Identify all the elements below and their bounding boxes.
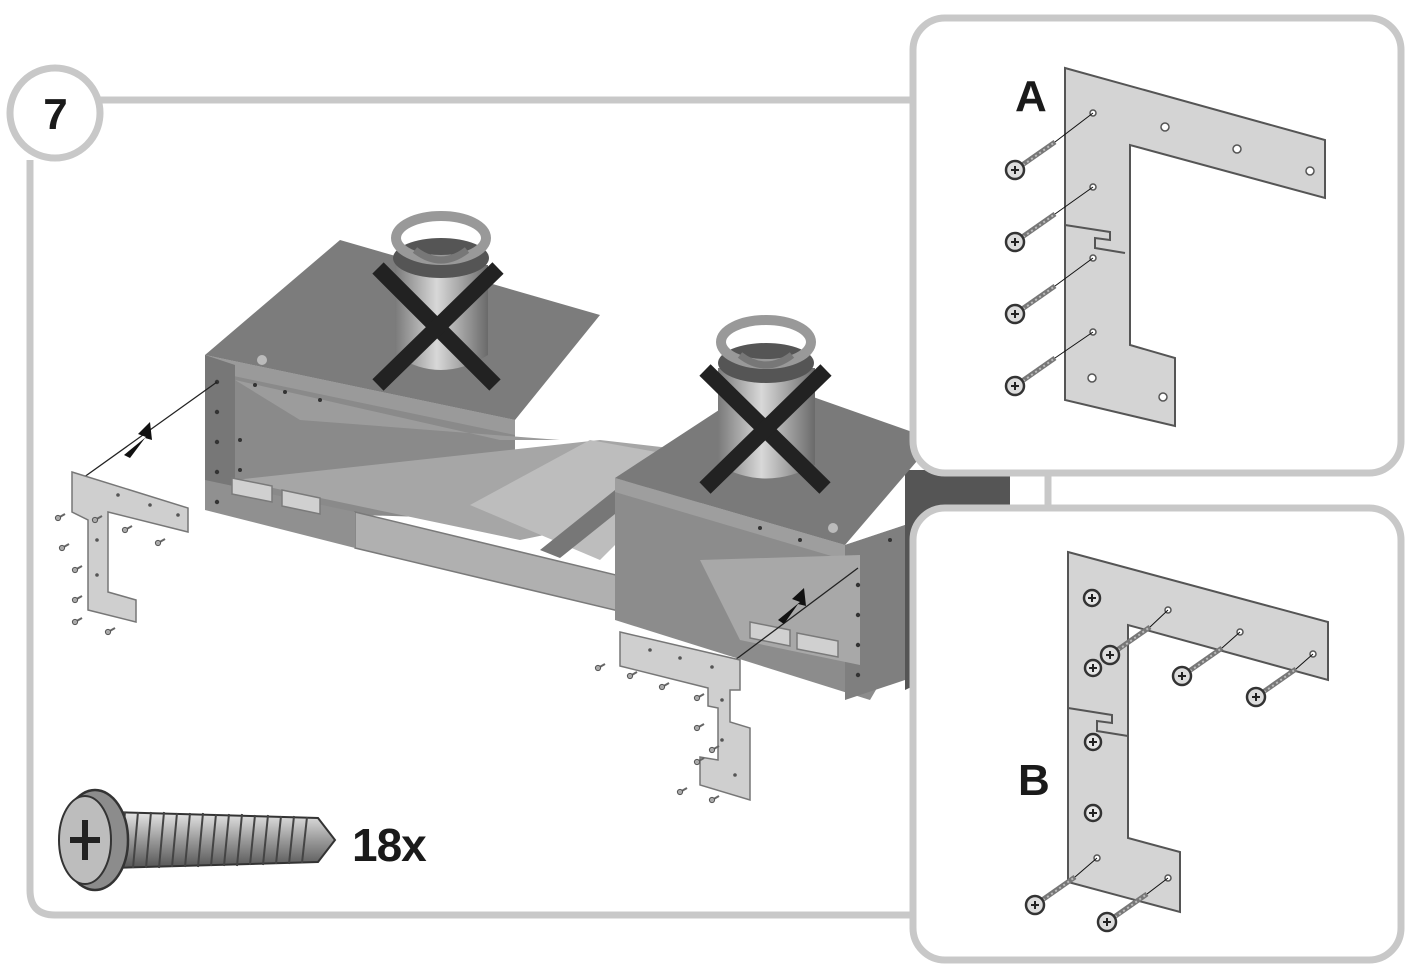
step-badge <box>6 64 104 162</box>
detail-a-label: A <box>1015 72 1047 121</box>
detail-b-label: B <box>1018 756 1050 805</box>
screw-icon <box>58 788 337 892</box>
cross-mark-right <box>699 364 832 494</box>
step-number: 7 <box>43 90 67 139</box>
cross-mark-left <box>372 262 504 391</box>
screw-count-label: 18x <box>352 819 427 871</box>
bracket-a <box>1006 66 1326 428</box>
bracket-b <box>1026 550 1329 931</box>
step-frame <box>26 96 1040 919</box>
main-unit <box>205 240 1010 700</box>
bracket-right <box>594 567 859 804</box>
bracket-left <box>54 381 218 636</box>
